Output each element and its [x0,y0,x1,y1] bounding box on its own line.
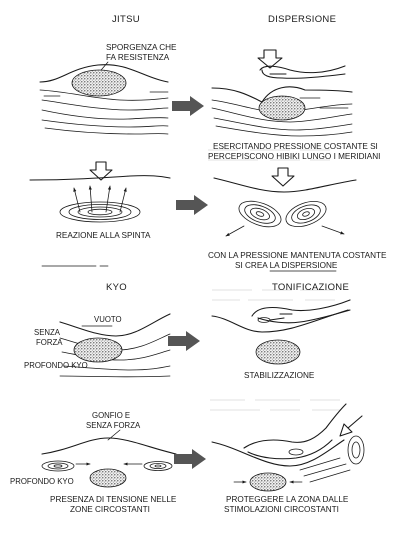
dispersione-press-panel: ESERCITANDO PRESSIONE COSTANTE SI PERCEP… [208,49,380,161]
heading-kyo: KYO [106,282,127,293]
dispersed-rings-left [238,200,282,228]
dispersione-lump [258,95,306,121]
proteggere-panel: PROTEGGERE LA ZONA DALLE STIMOLAZIONI CI… [211,403,365,514]
tension-rings [59,201,141,223]
label-sporgenza-1: SPORGENZA CHE [106,43,177,52]
label-profondo-kyo-2: PROFONDO KYO [10,477,74,486]
label-presenza-1: PRESENZA DI TENSIONE NELLE [50,495,177,504]
finger-pressing-icon [259,65,346,79]
side-rings [347,435,365,465]
arrow-right-icon [172,96,204,116]
dispersione-result-panel: CON LA PRESSIONE MANTENUTA COSTANTE SI C… [208,167,387,272]
reazione-panel: REAZIONE ALLA SPINTA [29,161,171,267]
heading-dispersione: DISPERSIONE [268,14,336,25]
down-arrow-outline-icon [89,161,113,181]
gonfio-lump [89,468,127,488]
tonificazione-panel: STABILIZZAZIONE [211,299,351,380]
arrow-right-icon [176,195,208,215]
tonificazione-lump [255,339,301,365]
kyo-panel: VUOTO SENZA FORZA PROFONDO KYO [24,313,171,378]
kyo-lump [73,337,123,363]
jitsu-tissue-panel: SPORGENZA CHE FA RESISTENZA [39,43,177,135]
label-proteggere-2: STIMOLAZIONI CIRCOSTANTI [224,505,339,514]
heading-jitsu: JITSU [112,14,140,25]
hand-pressing-icon [251,299,351,324]
gonfio-panel: GONFIO E SENZA FORZA PROFONDO KYO PRESEN… [10,411,177,514]
arrow-right-icon [174,449,206,469]
label-proteggere-1: PROTEGGERE LA ZONA DALLE [226,495,349,504]
label-pressione-1: CON LA PRESSIONE MANTENUTA COSTANTE [208,251,387,260]
label-profondo-kyo-1: PROFONDO KYO [24,361,88,370]
label-pressione-2: SI CREA LA DISPERSIONE [235,261,338,270]
jitsu-lump [71,69,127,97]
proteggere-lump [249,472,287,492]
heading-tonificazione: TONIFICAZIONE [272,282,349,293]
force-arrows [73,185,127,213]
label-senza: SENZA [34,328,61,337]
tension-rings-right [143,461,173,471]
press-down-arrow-icon [257,49,283,69]
tension-rings-left [41,460,75,472]
label-esercitando-1: ESERCITANDO PRESSIONE COSTANTE SI [213,142,378,151]
label-reazione: REAZIONE ALLA SPINTA [56,231,151,240]
label-stabilizzazione: STABILIZZAZIONE [244,371,315,380]
hand-protecting-icon [243,403,347,460]
label-esercitando-2: PERCEPISCONO HIBIKI LUNGO I MERIDIANI [208,152,380,161]
dispersed-rings-right [285,201,327,227]
label-gonfio-1: GONFIO E [92,411,130,420]
label-vuoto: VUOTO [94,315,122,324]
arrow-right-icon [168,331,200,351]
label-gonfio-2: SENZA FORZA [86,421,141,430]
down-arrow-outline-icon [271,167,295,187]
label-sporgenza-2: FA RESISTENZA [106,53,170,62]
label-presenza-2: ZONE CIRCOSTANTI [70,505,150,514]
label-forza: FORZA [36,338,63,347]
incoming-arrow-icon [339,415,363,437]
background-ghost-lines [208,149,340,411]
